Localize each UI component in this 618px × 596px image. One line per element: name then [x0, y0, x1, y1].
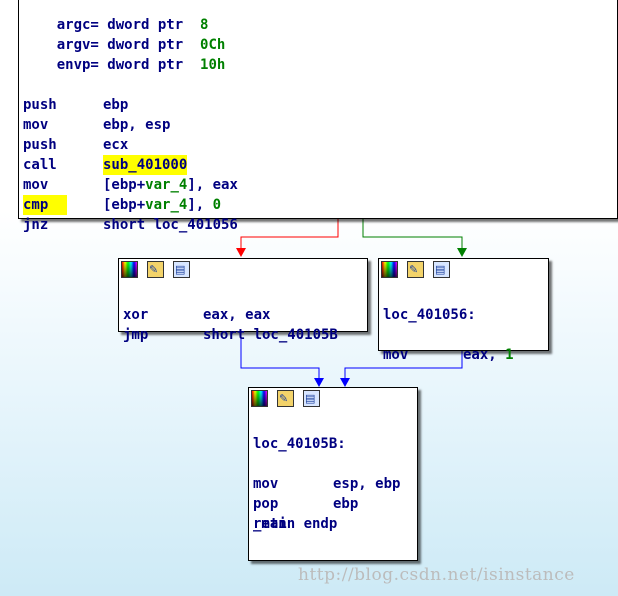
code-block-left[interactable]: ✎ ▤ xor eax, eax jmp short loc_40105B — [118, 258, 368, 343]
edge-true-branch — [362, 218, 463, 250]
instruction-line[interactable]: mov ebp, esp — [23, 95, 323, 133]
edge-right-arrow — [340, 378, 350, 387]
instruction-line[interactable]: mov eax, 1 — [383, 325, 543, 363]
var-type: dword ptr — [98, 17, 192, 33]
instruction-line[interactable]: call sub_401000 — [23, 135, 323, 175]
operand: eax, eax — [203, 307, 271, 323]
mnemonic: pop — [253, 496, 279, 512]
mnemonic: retn — [253, 516, 287, 532]
operand: ], — [187, 197, 213, 213]
operand: [ebp+ — [103, 177, 146, 193]
mnemonic: jmp — [123, 327, 149, 343]
call-target-highlighted[interactable]: sub_401000 — [103, 155, 188, 175]
code-line-envp: envp= dword ptr 10h — [23, 35, 226, 73]
var-name: envp= — [56, 57, 99, 73]
local-var: var_4 — [145, 197, 188, 213]
instruction-line[interactable]: xor eax, eax — [123, 285, 363, 323]
var-offset: 0Ch — [191, 37, 226, 53]
instruction-line[interactable]: mov esp, ebp — [253, 454, 413, 492]
immediate: 1 — [505, 347, 514, 363]
var-offset: 8 — [191, 17, 209, 33]
mnemonic: mov — [253, 476, 279, 492]
var-type: dword ptr — [98, 37, 192, 53]
var-name: argv= — [56, 37, 99, 53]
instruction-line[interactable]: retn — [253, 494, 413, 532]
operand: eax, — [463, 347, 506, 363]
mnemonic: mov — [23, 117, 49, 133]
operand: esp, ebp — [333, 476, 401, 492]
edit-pencil-icon[interactable]: ✎ — [147, 261, 164, 278]
operand: ebp — [103, 97, 129, 113]
mnemonic: push — [23, 97, 57, 113]
mnemonic-highlighted[interactable]: cmp — [23, 195, 67, 215]
operand: ecx — [103, 137, 129, 153]
local-var: var_4 — [145, 177, 188, 193]
operand: ebp, esp — [103, 117, 171, 133]
instruction-line[interactable]: jmp short loc_40105B — [123, 305, 363, 343]
mnemonic: push — [23, 137, 57, 153]
color-palette-icon[interactable] — [121, 261, 138, 278]
operand: ebp — [333, 496, 359, 512]
code-line-argv: argv= dword ptr 0Ch — [23, 15, 226, 53]
graph-view-icon[interactable]: ▤ — [173, 261, 190, 278]
edit-pencil-icon[interactable]: ✎ — [407, 261, 424, 278]
immediate: 0 — [212, 197, 222, 213]
mnemonic: jnz — [23, 217, 49, 233]
instruction-line[interactable]: mov [ebp+var_4], eax — [23, 155, 323, 193]
edge-false-branch — [240, 218, 339, 250]
instruction-line[interactable]: push ebp — [23, 75, 323, 113]
var-name: argc= — [56, 17, 99, 33]
instruction-line[interactable]: push ecx — [23, 115, 323, 153]
operand: short loc_401056 — [103, 217, 238, 233]
mnemonic: xor — [123, 307, 149, 323]
var-offset: 10h — [191, 57, 226, 73]
color-palette-icon[interactable] — [251, 390, 268, 407]
var-type: dword ptr — [98, 57, 192, 73]
edge-left-to-bottom — [240, 330, 320, 380]
operand: short loc_40105B — [203, 327, 338, 343]
watermark: http://blog.csdn.net/isinstance — [298, 565, 575, 585]
instruction-line[interactable]: jnz short loc_401056 — [23, 195, 323, 233]
edge-left-arrow — [314, 378, 324, 387]
code-label[interactable]: loc_401056: — [383, 307, 476, 323]
graph-view-icon[interactable]: ▤ — [303, 390, 320, 407]
mnemonic: mov — [23, 177, 49, 193]
instruction-line[interactable]: pop ebp — [253, 474, 413, 512]
edge-true-arrow — [457, 248, 467, 257]
instruction-line[interactable]: cmp[ebp+var_4], 0 — [23, 175, 323, 215]
mnemonic: call — [23, 157, 57, 173]
code-line-argc: argc= dword ptr 8 — [23, 0, 209, 33]
code-block-right[interactable]: ✎ ▤ loc_401056: mov eax, 1 — [378, 258, 549, 363]
mnemonic: mov — [383, 347, 409, 363]
edit-pencil-icon[interactable]: ✎ — [277, 390, 294, 407]
edge-false-arrow — [236, 248, 246, 257]
code-label[interactable]: loc_40105B: — [253, 436, 346, 452]
operand: ], eax — [187, 177, 238, 193]
color-palette-icon[interactable] — [381, 261, 398, 278]
function-end: _main endp — [253, 516, 338, 532]
operand: [ebp+ — [103, 197, 146, 213]
code-block-entry[interactable]: argc= dword ptr 8 argv= dword ptr 0Ch en… — [18, 0, 618, 233]
edge-right-to-bottom — [344, 349, 463, 380]
graph-view-icon[interactable]: ▤ — [433, 261, 450, 278]
